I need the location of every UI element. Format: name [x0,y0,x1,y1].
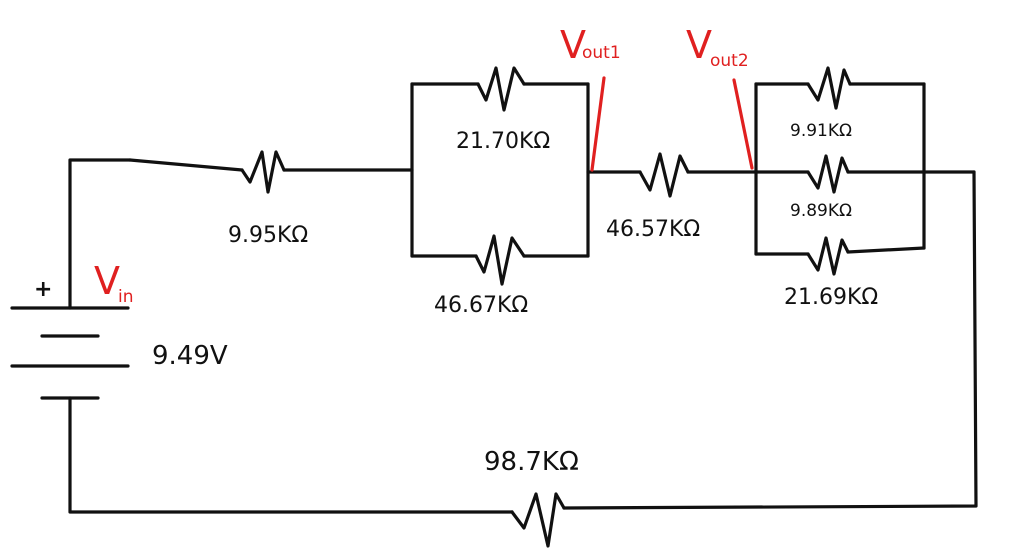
resistor-label-par2-top: 9.91KΩ [790,121,852,141]
circuit-wires [68,82,978,514]
node-label-vout2: V out2 [686,23,749,71]
battery: + 9.49V [10,277,228,400]
resistor-symbols [240,66,852,548]
wire-right [562,170,978,510]
voltage-probes [590,76,754,172]
resistor-symbol-46-57k [638,152,690,198]
resistor-symbol-46-67k [474,234,526,286]
resistor-label-series-1: 9.95KΩ [228,223,308,248]
resistor-label-bottom: 98.7KΩ [484,447,579,477]
resistor-label-series-2: 46.57KΩ [606,217,700,242]
resistor-label-par1-bottom: 46.67KΩ [434,293,528,318]
resistor-labels: 9.95KΩ 21.70KΩ 46.67KΩ 46.57KΩ 9.91KΩ 9.… [228,121,878,477]
battery-plus-sign: + [34,277,52,302]
resistor-symbol-9-95k [240,150,286,194]
vin-main: V [94,259,120,303]
vout2-main: V [686,23,712,67]
wire-left-top [68,158,132,310]
battery-voltage-label: 9.49V [152,341,228,371]
wire-top-1 [128,158,244,172]
wire-left-bottom [68,396,514,514]
vout1-subscript: out1 [582,43,621,63]
probe-vout1 [590,76,606,172]
node-label-vin: V in [94,259,134,307]
resistor-label-par2-bottom: 21.69KΩ [784,285,878,310]
node-label-vout1: V out1 [560,23,621,67]
resistor-symbol-9-91k [806,66,852,110]
resistor-label-par1-top: 21.70KΩ [456,129,550,154]
resistor-symbol-21-70k [476,66,526,112]
resistor-symbol-9-89k [806,154,850,194]
resistor-symbol-21-69k [806,236,850,276]
resistor-label-par2-mid: 9.89KΩ [790,201,852,221]
wire-par2-bot-right [846,246,926,254]
probe-vout2 [732,78,754,170]
resistor-symbol-98-7k [510,492,566,548]
vout1-main: V [560,23,586,67]
vout2-subscript: out2 [710,51,749,71]
vin-subscript: in [118,287,134,307]
